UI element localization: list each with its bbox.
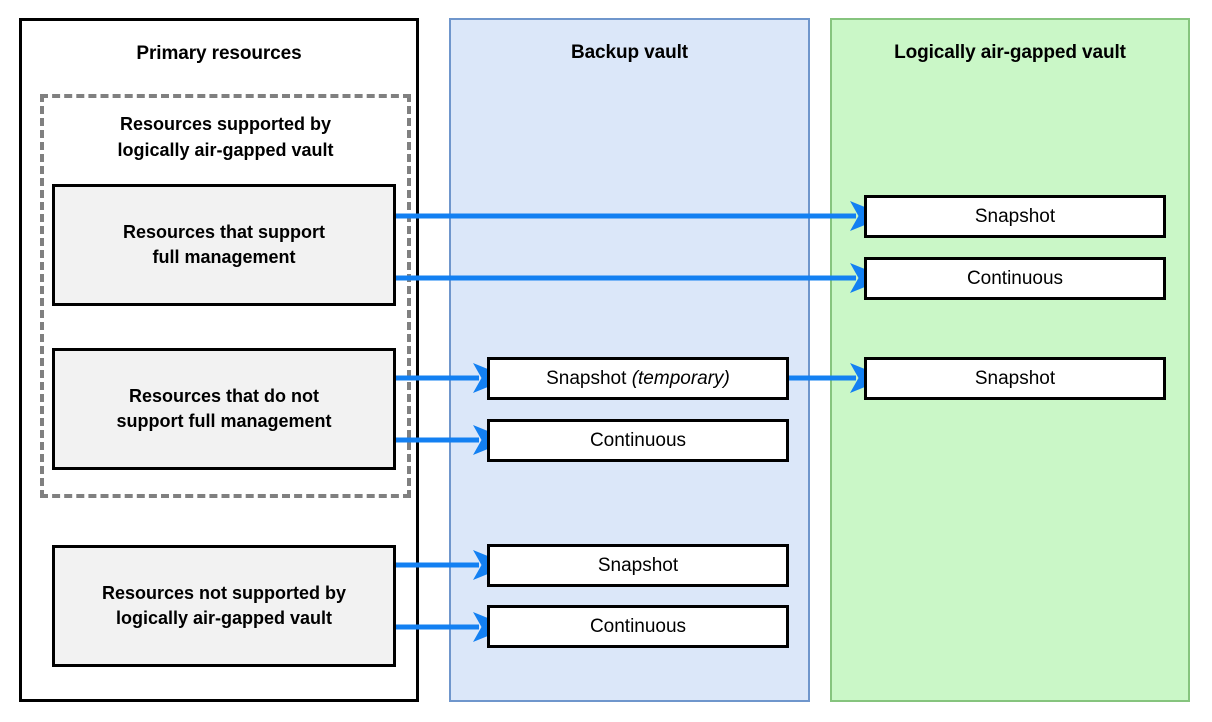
box-lag-snapshot-1[interactable]: Snapshot — [864, 195, 1166, 238]
box-label: Continuous — [589, 429, 687, 451]
box-resources-not-support-full-management[interactable]: Resources that do not support full manag… — [52, 348, 396, 470]
box-resources-support-full-management[interactable]: Resources that support full management — [52, 184, 396, 306]
box-label: Snapshot — [974, 367, 1056, 389]
box-label: Snapshot — [546, 367, 632, 389]
dashed-group-label-line2: logically air-gapped vault — [117, 140, 334, 160]
box-label-line1: Resources that do not — [128, 386, 319, 406]
box-label-line2: logically air-gapped vault — [115, 608, 333, 628]
column-title-backup-vault: Backup vault — [570, 42, 689, 63]
box-backup-continuous-1[interactable]: Continuous — [487, 419, 789, 462]
box-lag-snapshot-2[interactable]: Snapshot — [864, 357, 1166, 400]
box-resources-not-supported-by-lag-vault[interactable]: Resources not supported by logically air… — [52, 545, 396, 667]
box-lag-continuous-1[interactable]: Continuous — [864, 257, 1166, 300]
box-backup-continuous-2[interactable]: Continuous — [487, 605, 789, 648]
dashed-group-supported-resources — [40, 94, 411, 498]
column-title-logically-air-gapped-vault: Logically air-gapped vault — [894, 42, 1126, 63]
box-label: Continuous — [589, 615, 687, 637]
column-title-primary-resources: Primary resources — [136, 43, 302, 64]
box-label: Continuous — [966, 267, 1064, 289]
box-backup-snapshot-temporary[interactable]: Snapshot (temporary) — [487, 357, 789, 400]
box-label-line1: Resources not supported by — [101, 583, 347, 603]
box-label-emphasis: (temporary) — [631, 367, 730, 389]
box-label: Snapshot — [974, 205, 1056, 227]
dashed-group-label-line1: Resources supported by — [119, 114, 332, 134]
dashed-group-label: Resources supported by logically air-gap… — [40, 111, 411, 163]
box-label-line2: support full management — [116, 411, 332, 431]
box-label: Snapshot — [597, 554, 679, 576]
box-backup-snapshot-2[interactable]: Snapshot — [487, 544, 789, 587]
box-label-line1: Resources that support — [122, 222, 326, 242]
box-label-line2: full management — [152, 247, 296, 267]
